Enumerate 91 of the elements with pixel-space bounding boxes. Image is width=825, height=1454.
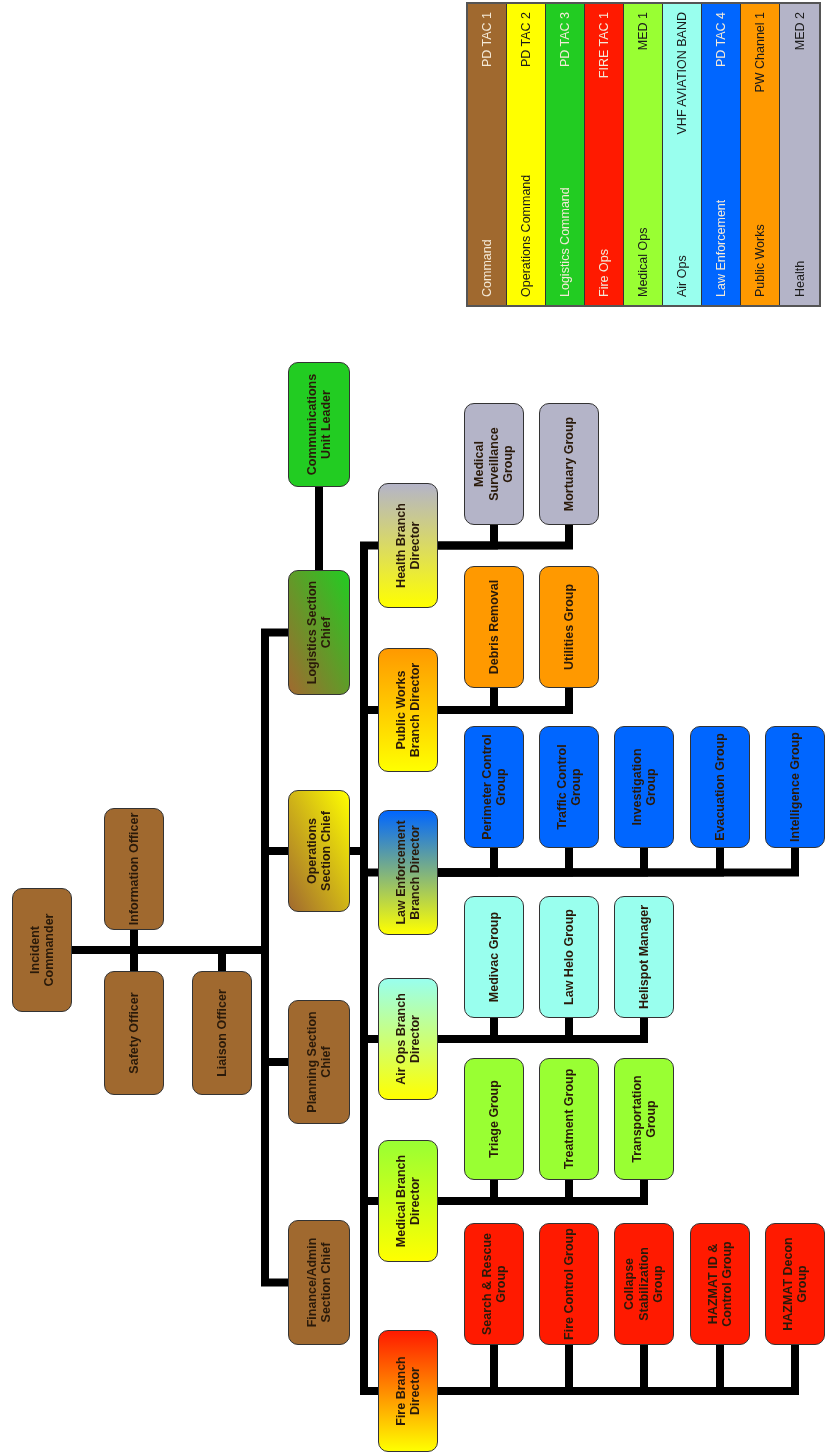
role-box xyxy=(539,726,599,848)
role-box xyxy=(614,726,674,848)
role-box xyxy=(288,362,350,487)
legend-text: Medical Ops xyxy=(636,227,650,297)
channel-label: MED 2 xyxy=(792,12,807,51)
role-title: Planning Section Chief xyxy=(304,1010,334,1115)
channel-label: PD TAC 4 xyxy=(714,12,728,68)
role-box xyxy=(104,971,164,1095)
role-title: Medical Branch Director xyxy=(393,1153,423,1250)
role-title: Fire Control Group xyxy=(561,1228,577,1340)
role-title: Information Officer xyxy=(126,812,142,926)
connector-line xyxy=(438,525,573,550)
role-box xyxy=(192,971,252,1095)
role-title: Medical Surveillance Group xyxy=(472,426,516,503)
role-title: HAZMAT ID & Control Group xyxy=(705,1240,735,1329)
role-title: Health Branch Director xyxy=(393,502,423,590)
role-title: Transportation Group xyxy=(629,1074,659,1165)
role-box xyxy=(288,1220,350,1345)
role-title: HAZMAT Decon Group xyxy=(780,1236,810,1333)
role-box xyxy=(614,1058,674,1180)
role-box xyxy=(464,896,524,1018)
role-title: Law Helo Group xyxy=(561,909,577,1005)
channel-label: PW Channel 1 xyxy=(753,12,767,93)
role-box xyxy=(614,1223,674,1345)
role-box xyxy=(464,726,524,848)
role-box xyxy=(539,566,599,688)
role-box xyxy=(378,810,438,935)
role-title: Communications Unit Leader xyxy=(304,372,334,478)
role-title: Triage Group xyxy=(486,1080,502,1158)
legend-text: Logistics Command xyxy=(558,187,572,297)
role-box xyxy=(288,1000,350,1124)
role-title: Evacuation Group xyxy=(712,733,728,841)
role-title: Intelligence Group xyxy=(787,732,803,842)
role-box xyxy=(464,566,524,688)
role-box xyxy=(378,1330,438,1452)
channel-label: PD TAC 2 xyxy=(519,12,533,68)
legend-text: Law Enforcement xyxy=(714,199,728,297)
role-title: Debris Removal xyxy=(486,579,502,675)
role-title: Traffic Control Group xyxy=(554,743,584,832)
role-box xyxy=(378,483,438,608)
legend-text: Command xyxy=(480,239,494,297)
role-title: Liaison Officer xyxy=(214,989,230,1077)
channel-label: VHF AVIATION BAND xyxy=(675,12,689,135)
role-title: Medivac Group xyxy=(486,911,502,1003)
role-box xyxy=(12,888,72,1012)
legend-text: Air Ops xyxy=(675,255,689,297)
role-box xyxy=(464,1058,524,1180)
role-title: Law Enforcement Branch Director xyxy=(393,819,423,927)
connector-line xyxy=(438,848,799,877)
role-title: Public Works Branch Director xyxy=(393,661,423,760)
role-title: Perimeter Control Group xyxy=(479,733,509,842)
legend-text: Fire Ops xyxy=(597,249,611,297)
role-box xyxy=(539,1058,599,1180)
role-box xyxy=(539,1223,599,1345)
legend-text: Health xyxy=(792,260,807,297)
channel-label: PD TAC 3 xyxy=(558,12,572,68)
role-box xyxy=(539,896,599,1018)
legend-text: Operations Command xyxy=(519,174,533,297)
role-box xyxy=(378,978,438,1100)
role-title: Treatment Group xyxy=(561,1068,577,1170)
legend-text: Public Works xyxy=(753,224,767,297)
channel-label: FIRE TAC 1 xyxy=(597,12,611,79)
role-box xyxy=(464,1223,524,1345)
role-box xyxy=(378,1140,438,1262)
role-box xyxy=(765,726,825,848)
role-box xyxy=(539,403,599,525)
connector-line xyxy=(315,487,323,570)
role-box xyxy=(288,790,350,912)
role-title: Search & Rescue Group xyxy=(479,1231,509,1338)
role-title: Fire Branch Director xyxy=(393,1355,423,1428)
channel-label: MED 1 xyxy=(636,12,650,51)
role-title: Incident Commander xyxy=(27,912,57,989)
role-title: Operations Section Chief xyxy=(304,810,334,893)
role-box xyxy=(464,403,524,525)
role-title: Air Ops Branch Director xyxy=(393,992,423,1087)
channel-label: PD TAC 1 xyxy=(480,12,494,68)
role-box xyxy=(288,570,350,695)
role-title: Helispot Manager xyxy=(636,904,652,1010)
role-title: Utilities Group xyxy=(561,583,577,671)
role-box xyxy=(104,808,164,930)
role-title: Mortuary Group xyxy=(561,416,577,512)
role-title: Finance/Admin Section Chief xyxy=(304,1236,334,1330)
role-title: Investigation Group xyxy=(629,747,659,828)
role-box xyxy=(614,896,674,1018)
role-box xyxy=(765,1223,825,1345)
role-box xyxy=(378,648,438,772)
role-box xyxy=(690,1223,750,1345)
role-title: Safety Officer xyxy=(126,992,142,1074)
role-box xyxy=(690,726,750,848)
role-title: Collapse Stabilization Group xyxy=(622,1246,666,1323)
role-title: Logistics Section Chief xyxy=(304,579,334,687)
